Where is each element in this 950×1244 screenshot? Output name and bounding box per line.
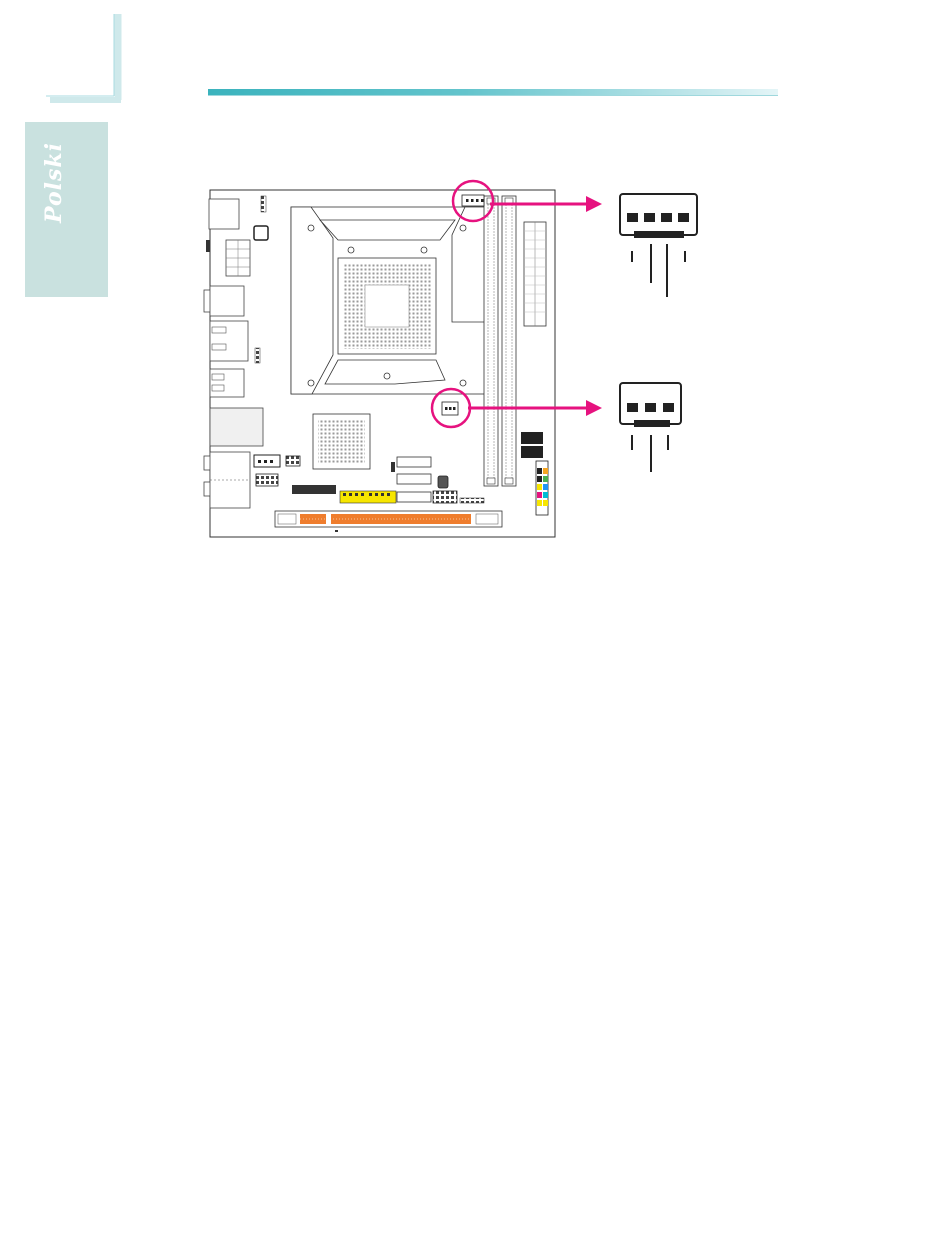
jumper-header: [255, 348, 260, 363]
sata-connector: [397, 474, 431, 484]
debug-led: [521, 432, 543, 444]
fan-connector-3pin-enlarged: [620, 383, 681, 472]
fan-connector-icon: [462, 195, 484, 206]
chipset-icon: [313, 414, 370, 469]
pin-header: [433, 491, 457, 503]
pin-header: [460, 498, 484, 503]
sata-connector: [397, 492, 431, 502]
usb-header-yellow: [340, 491, 396, 503]
fan-connector-icon: [442, 402, 458, 415]
jumper-header: [261, 196, 266, 212]
pin-header: [256, 474, 278, 486]
sata-connector: [397, 457, 431, 467]
fan-connector-4pin-enlarged: [620, 194, 697, 297]
motherboard-diagram: [0, 0, 950, 600]
chip: [438, 476, 448, 488]
front-panel-header: [536, 461, 548, 515]
pin-header: [292, 485, 336, 494]
debug-led: [521, 446, 543, 458]
battery-icon: [254, 226, 268, 240]
cpu-socket-icon: [291, 207, 485, 394]
pin-header: [286, 456, 300, 466]
jumper-header: [391, 462, 395, 472]
atx-power-connector: [524, 222, 546, 326]
